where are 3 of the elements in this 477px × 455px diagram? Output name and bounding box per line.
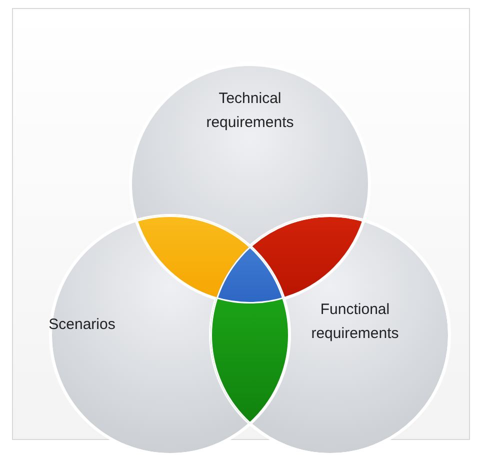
circle-label: Technical requirements xyxy=(205,89,295,133)
circle-label: Scenarios xyxy=(48,315,116,335)
circle-label: Functional requirements xyxy=(310,300,400,344)
